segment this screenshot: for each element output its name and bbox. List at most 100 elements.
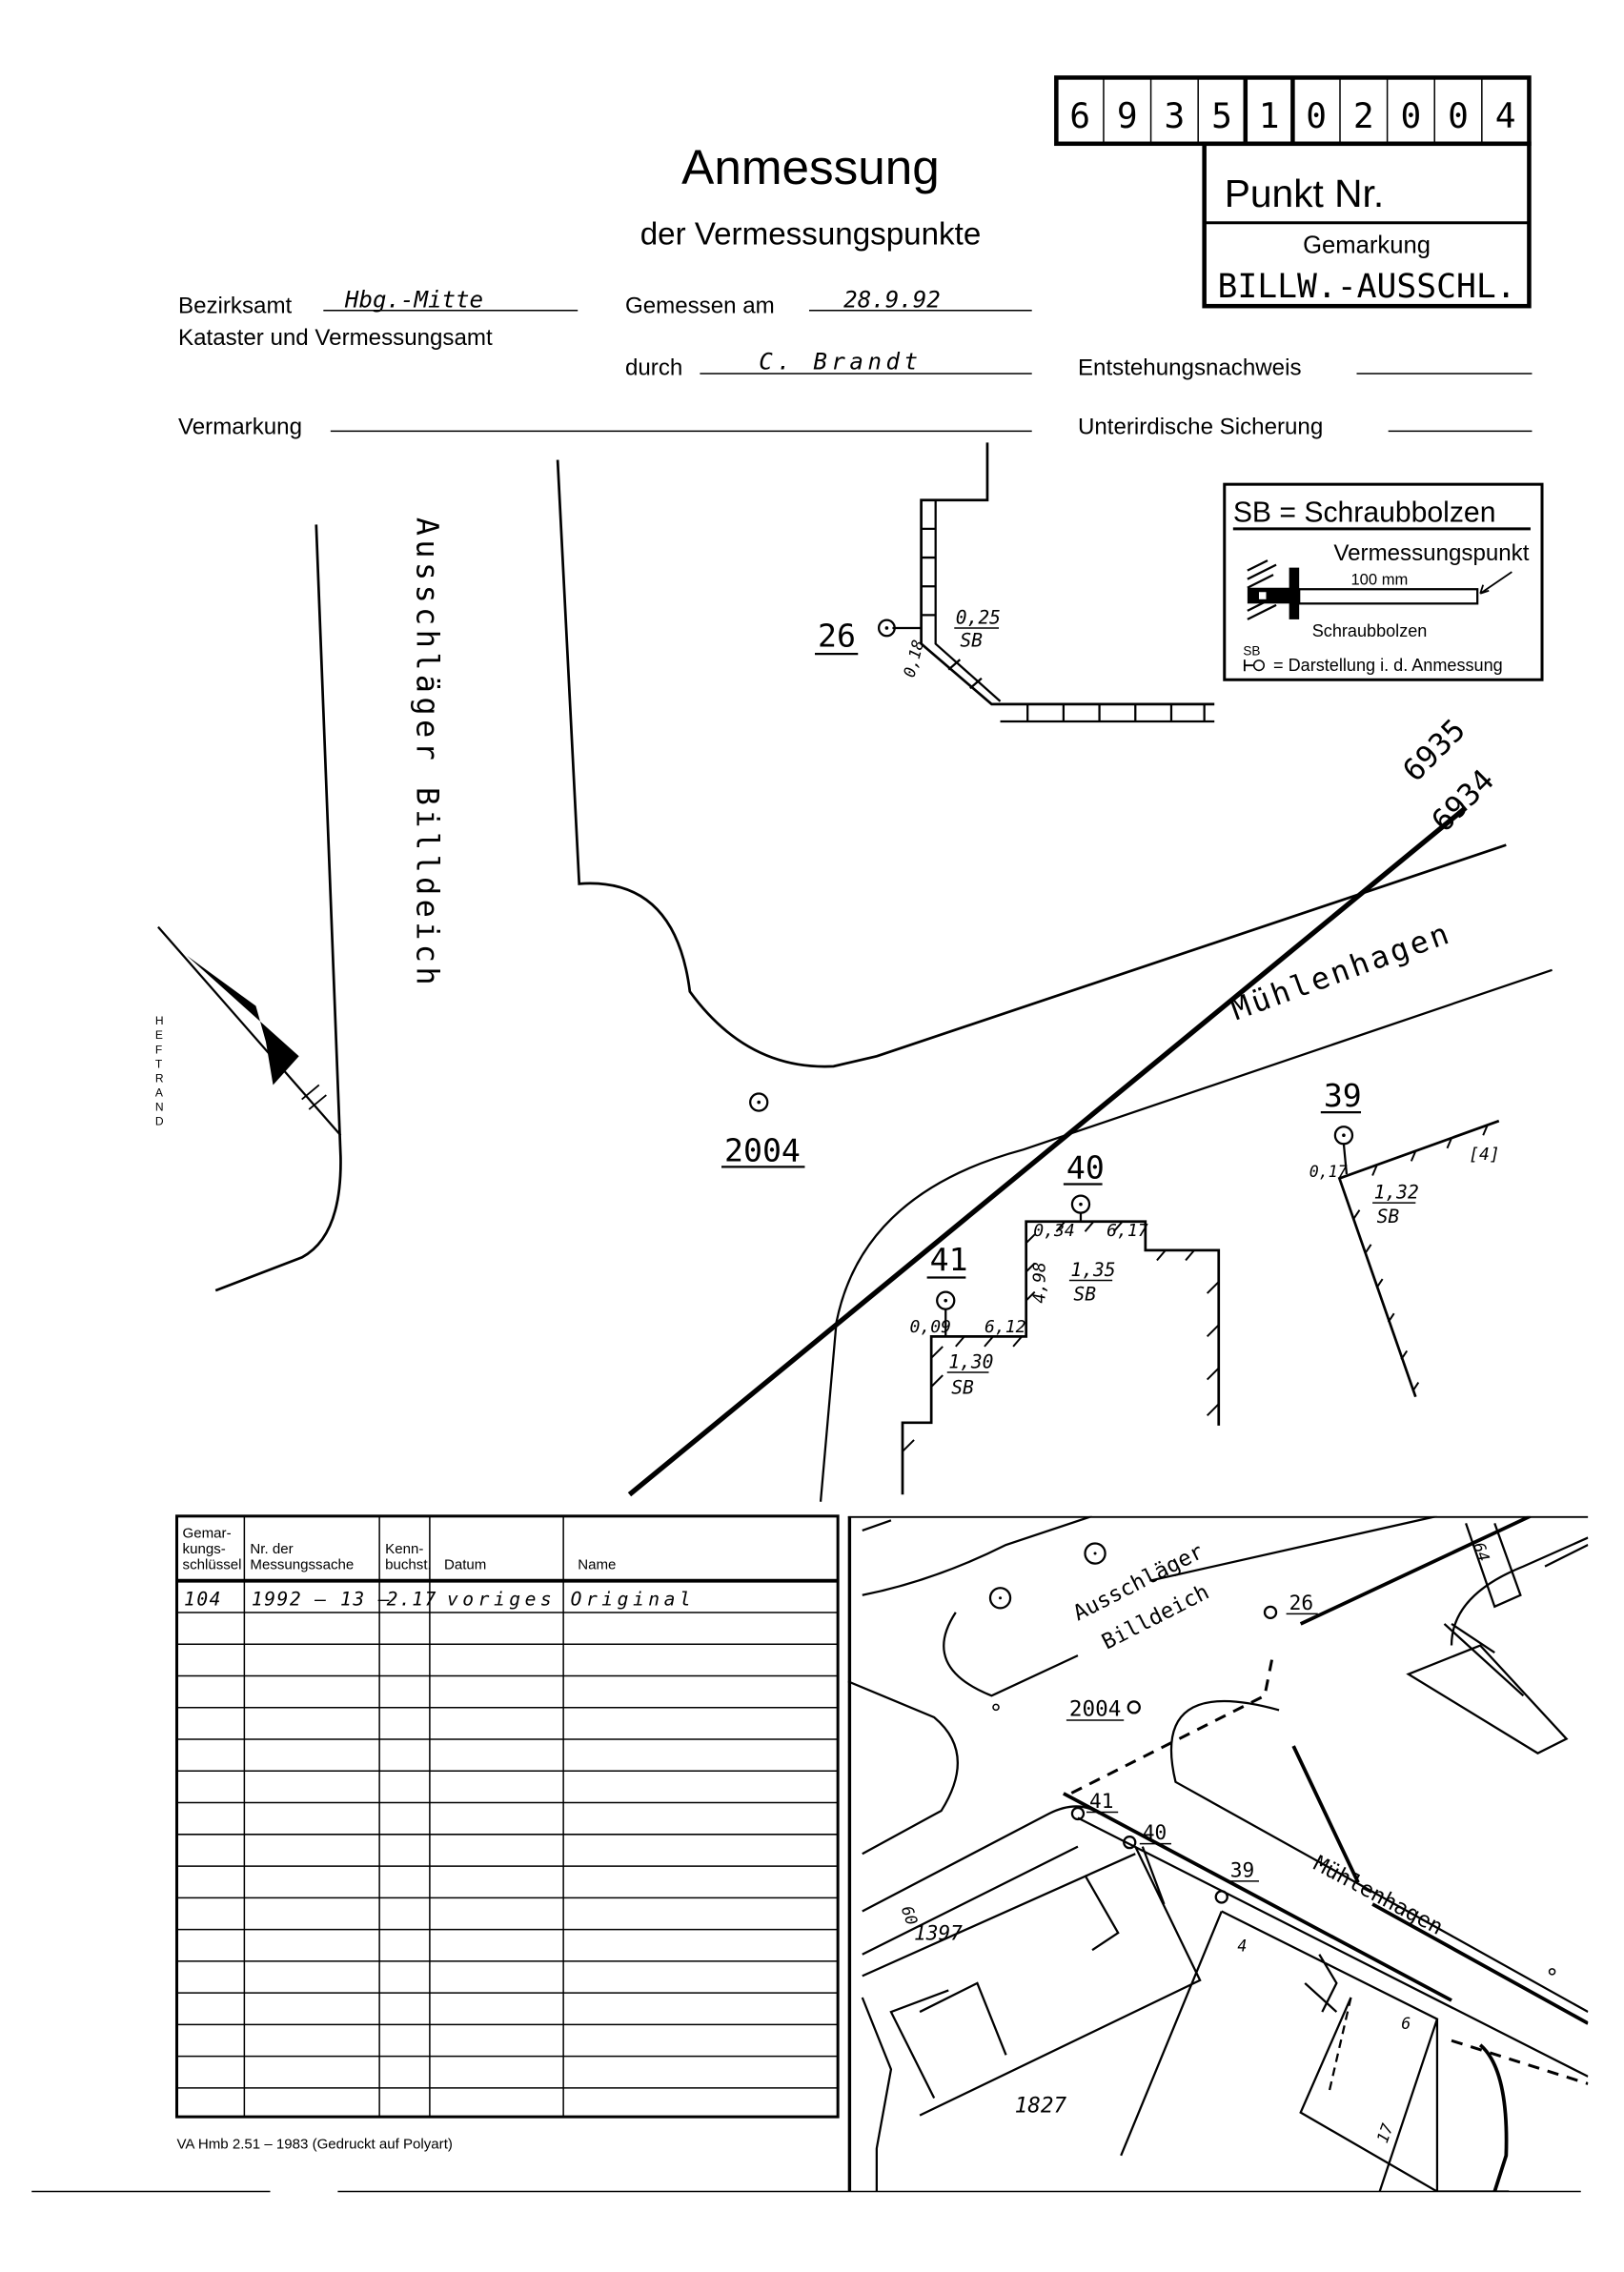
map-label: 6 [1401, 2015, 1411, 2033]
survey-point-39-icon [1333, 1126, 1354, 1146]
table-header: Gemar-kungs-schlüssel [183, 1525, 242, 1572]
tree-icon [1084, 1542, 1106, 1565]
page-title: Anmessung [681, 140, 940, 194]
gemarkung-value: BILLW.-AUSSCHL. [1217, 268, 1515, 306]
point-26-type: SB [960, 630, 983, 652]
amt-label: Kataster und Vermessungsamt [178, 325, 493, 351]
legend-darstellung: = Darstellung i. d. Anmessung [1273, 656, 1503, 675]
punkt-digit: 1 [1259, 95, 1280, 136]
table-cell[interactable]: 1992 – 13 – [252, 1588, 391, 1610]
point-41-number: 41 [930, 1241, 968, 1278]
map-survey-point-icon [1127, 1700, 1141, 1714]
road-edge-west [214, 524, 342, 1292]
point-39-height: 1,32 [1374, 1182, 1419, 1204]
map-label: 4 [1237, 1937, 1247, 1956]
punkt-digit: 0 [1306, 95, 1327, 136]
map-label: 1827 [1015, 2094, 1067, 2119]
table-header: Kenn-buchst. [385, 1541, 432, 1573]
point-41-type: SB [951, 1377, 974, 1399]
header-fields: Bezirksamt Hbg.-Mitte Kataster und Verme… [178, 287, 1533, 439]
form-footer: VA Hmb 2.51 – 1983 (Gedruckt auf Polyart… [177, 2136, 453, 2152]
punkt-digit: 9 [1117, 95, 1138, 136]
point-40-number: 40 [1066, 1148, 1105, 1186]
table-cell[interactable]: 2.17 [387, 1588, 437, 1610]
sb-symbol-icon [1243, 659, 1265, 672]
map-label: 64 [1470, 1540, 1493, 1564]
map-label: 2004 [1069, 1696, 1121, 1721]
street-label-billdeich: Ausschläger Billdeich [409, 517, 443, 989]
map-street-muehlenhagen: Mühlenhagen [1309, 1852, 1447, 1940]
map-label: 39 [1230, 1857, 1254, 1881]
map-survey-point-icon [1214, 1890, 1228, 1904]
map-label: 26 [1289, 1591, 1313, 1614]
road-edge-east [556, 459, 1507, 1068]
legend-schraubbolzen: Schraubbolzen [1312, 621, 1428, 640]
durch-label: durch [625, 355, 682, 381]
punkt-nr-label: Punkt Nr. [1225, 172, 1384, 215]
punkt-digit: 3 [1164, 95, 1185, 136]
punkt-digit: 0 [1401, 95, 1422, 136]
gemessen-value[interactable]: 28.9.92 [843, 287, 941, 314]
point-40-length: 6,17 [1106, 1221, 1148, 1241]
point-39-type: SB [1377, 1206, 1400, 1227]
survey-sketch: 6935 6934 Mühlenhagen Ausschläger Billde… [157, 442, 1553, 1502]
gemarkung-label: Gemarkung [1303, 232, 1431, 258]
map-survey-point-icon [1123, 1835, 1137, 1850]
point-39-number: 39 [1324, 1077, 1362, 1114]
sicherung-label: Unterirdische Sicherung [1078, 414, 1323, 439]
point-40-height: 1,35 [1070, 1259, 1115, 1281]
point-26-height: 0,25 [956, 606, 1001, 628]
punkt-digit: 2 [1353, 95, 1374, 136]
map-survey-point-icon [1263, 1605, 1278, 1620]
point-39-house: [4] [1469, 1145, 1500, 1165]
legend-box: SB = Schraubbolzen Vermessungspunkt 100 … [1223, 482, 1544, 681]
bezirksamt-label: Bezirksamt [178, 294, 293, 319]
legend-title: SB = Schraubbolzen [1233, 497, 1496, 528]
bezirksamt-value[interactable]: Hbg.-Mitte [344, 287, 483, 314]
punkt-digit: 6 [1069, 95, 1090, 136]
punkt-digit: 4 [1495, 95, 1516, 136]
point-40-type: SB [1073, 1284, 1096, 1306]
punkt-digit: 5 [1211, 95, 1232, 136]
map-label: 17 [1373, 2121, 1397, 2145]
point-41-distance: 0,09 [910, 1317, 952, 1337]
entstehung-label: Entstehungsnachweis [1078, 355, 1302, 381]
map-label: 1397 [914, 1921, 963, 1945]
district-boundary-line [627, 805, 1468, 1497]
bolt-diagram-icon [1247, 559, 1512, 620]
point-41-length: 6,12 [985, 1317, 1026, 1337]
boundary-label-6934: 6934 [1426, 763, 1501, 839]
map-excerpt: Ausschläger Billdeich Mühlenhagen 262004… [847, 1515, 1589, 2192]
point-40-distance: 0,34 [1033, 1221, 1075, 1241]
street-label-muehlenhagen: Mühlenhagen [1227, 916, 1455, 1027]
survey-point-41-icon [936, 1290, 956, 1310]
map-survey-point-icon [1070, 1806, 1086, 1821]
map-label: 41 [1089, 1789, 1113, 1813]
table-cell[interactable]: Original [571, 1588, 696, 1610]
survey-point-2004-icon [749, 1092, 769, 1112]
point-26-distance: 0,18 [901, 638, 928, 679]
map-label: 40 [1143, 1820, 1167, 1844]
gemessen-label: Gemessen am [625, 294, 775, 319]
north-arrow-icon [157, 925, 342, 1136]
legend-symbol-label: SB [1243, 644, 1260, 659]
table-header: Name [578, 1557, 616, 1573]
point-2004-number: 2004 [724, 1131, 801, 1168]
durch-value[interactable]: C. Brandt [759, 349, 922, 375]
point-39-distance: 0,17 [1309, 1163, 1348, 1181]
tree-icon [988, 1587, 1012, 1610]
survey-point-40-icon [1070, 1194, 1091, 1214]
vermarkung-label: Vermarkung [178, 414, 302, 439]
point-40-side: 4,98 [1029, 1262, 1049, 1304]
punkt-digit: 0 [1448, 95, 1469, 136]
page-subtitle: der Vermessungspunkte [640, 216, 982, 252]
table-header: Datum [444, 1557, 486, 1573]
table-cell[interactable]: 104 [184, 1588, 222, 1610]
table-cell[interactable]: voriges [447, 1588, 556, 1610]
